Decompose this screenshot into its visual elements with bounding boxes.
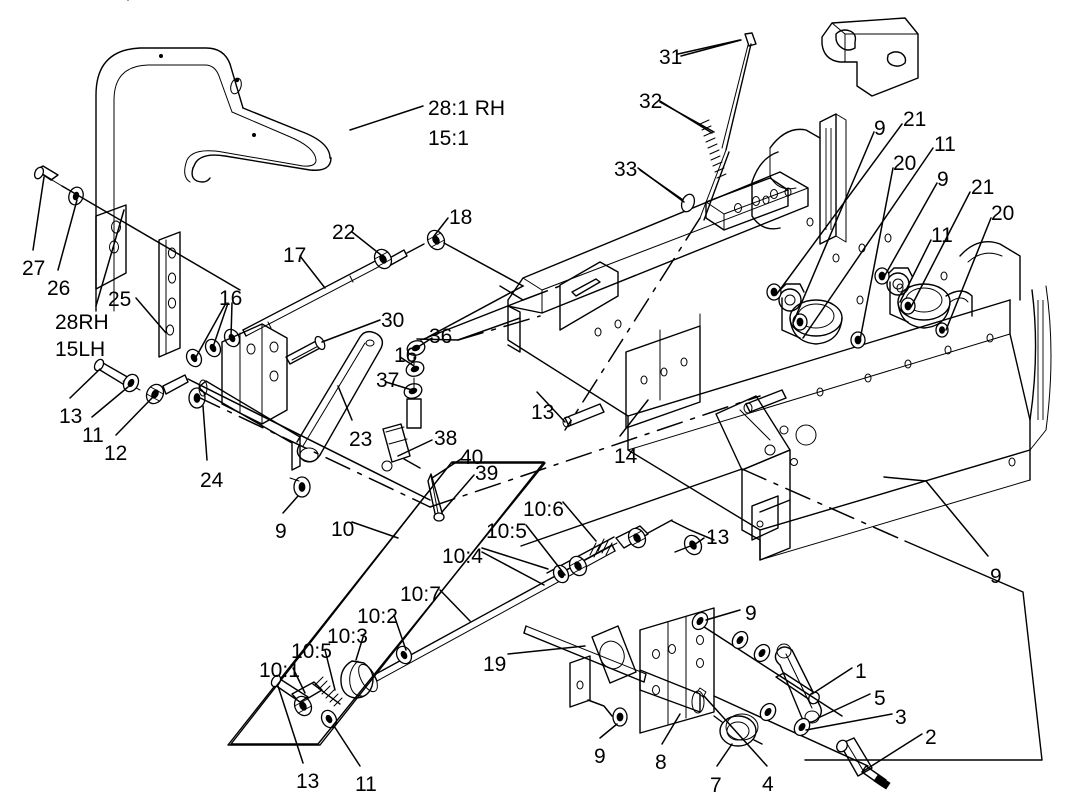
callout-20-b: 20 — [991, 202, 1015, 225]
callout-13-d: 13 — [296, 770, 320, 793]
callout-4: 4 — [762, 773, 774, 796]
callout-8: 8 — [655, 751, 667, 774]
callout-9-d: 9 — [990, 565, 1002, 588]
callout-17: 17 — [283, 244, 307, 267]
hydraulic-valve-cluster — [766, 267, 973, 349]
callout-10-5-b: 10:5 — [291, 640, 332, 663]
callout-10: 10 — [331, 518, 355, 541]
callout-14: 14 — [614, 445, 638, 468]
callout-16-b: 16 — [394, 344, 418, 367]
callout-19: 19 — [483, 653, 507, 676]
leader-lines — [32, 39, 992, 773]
callout-11-a: 11 — [934, 133, 956, 156]
callout-39: 39 — [475, 462, 499, 485]
callout-36: 36 — [429, 325, 453, 348]
cylinder-plate-assembly — [523, 607, 891, 790]
callout-13-b: 13 — [531, 401, 555, 424]
callout-21-a: 21 — [903, 108, 927, 131]
callout-9-a: 9 — [874, 117, 886, 140]
callout-1: 1 — [855, 660, 867, 683]
callout-10-7: 10:7 — [400, 583, 441, 606]
callout-37: 37 — [376, 369, 400, 392]
callout-25: 25 — [108, 288, 132, 311]
note-15lh: 15LH — [55, 338, 106, 361]
callout-9-e: 9 — [745, 602, 757, 625]
callout-13-a: 13 — [59, 405, 83, 428]
callout-11-d: 11 — [355, 773, 377, 796]
callout-23: 23 — [349, 428, 373, 451]
callout-12: 12 — [104, 442, 128, 465]
callout-10-5-a: 10:5 — [486, 520, 527, 543]
left-mount-plate — [95, 204, 181, 358]
note-28rh: 28RH — [55, 311, 109, 334]
callout-30: 30 — [381, 309, 405, 332]
rod-17-assembly — [182, 226, 525, 370]
callout-13-c: 13 — [706, 526, 730, 549]
callout-10-2: 10:2 — [357, 605, 398, 628]
callout-31: 31 — [659, 46, 683, 69]
callout-24: 24 — [200, 469, 224, 492]
callout-3: 3 — [895, 706, 907, 729]
callout-9-f: 9 — [594, 745, 606, 768]
callout-27: 27 — [22, 257, 46, 280]
callout-40: 40 — [460, 446, 484, 469]
callout-7: 7 — [710, 774, 722, 797]
callout-21-b: 21 — [971, 176, 995, 199]
note-15-1: 15:1 — [428, 127, 469, 150]
pin-30 — [285, 335, 326, 365]
callout-10-1: 10:1 — [259, 659, 300, 682]
bolt-27-assembly — [33, 165, 241, 291]
machine-frame — [127, 0, 1052, 561]
bolt-13-11-12-assembly — [93, 358, 431, 501]
callout-11-c: 11 — [82, 424, 104, 447]
callout-26: 26 — [47, 277, 71, 300]
callout-38: 38 — [434, 427, 458, 450]
callout-10-4: 10:4 — [442, 545, 483, 568]
lift-arm-weldment — [198, 323, 384, 498]
callout-16-a: 16 — [219, 287, 243, 310]
rops-handle-tube — [95, 47, 332, 312]
note-28-1-rh: 28:1 RH — [428, 97, 506, 120]
callout-9-c: 9 — [275, 520, 287, 543]
callout-9-b: 9 — [937, 168, 949, 191]
callout-10-3: 10:3 — [327, 625, 368, 648]
section-phantom-lines — [195, 395, 761, 508]
callout-33: 33 — [614, 158, 638, 181]
callout-18: 18 — [449, 206, 473, 229]
callout-22: 22 — [332, 221, 356, 244]
callout-32: 32 — [639, 90, 663, 113]
callout-2: 2 — [925, 726, 937, 749]
rod-37-assembly — [381, 315, 541, 472]
exploded-frames — [230, 285, 1043, 761]
callout-10-6: 10:6 — [523, 498, 564, 521]
callout-11-b: 11 — [931, 224, 953, 247]
callout-5: 5 — [874, 687, 886, 710]
callout-20-a: 20 — [893, 152, 917, 175]
